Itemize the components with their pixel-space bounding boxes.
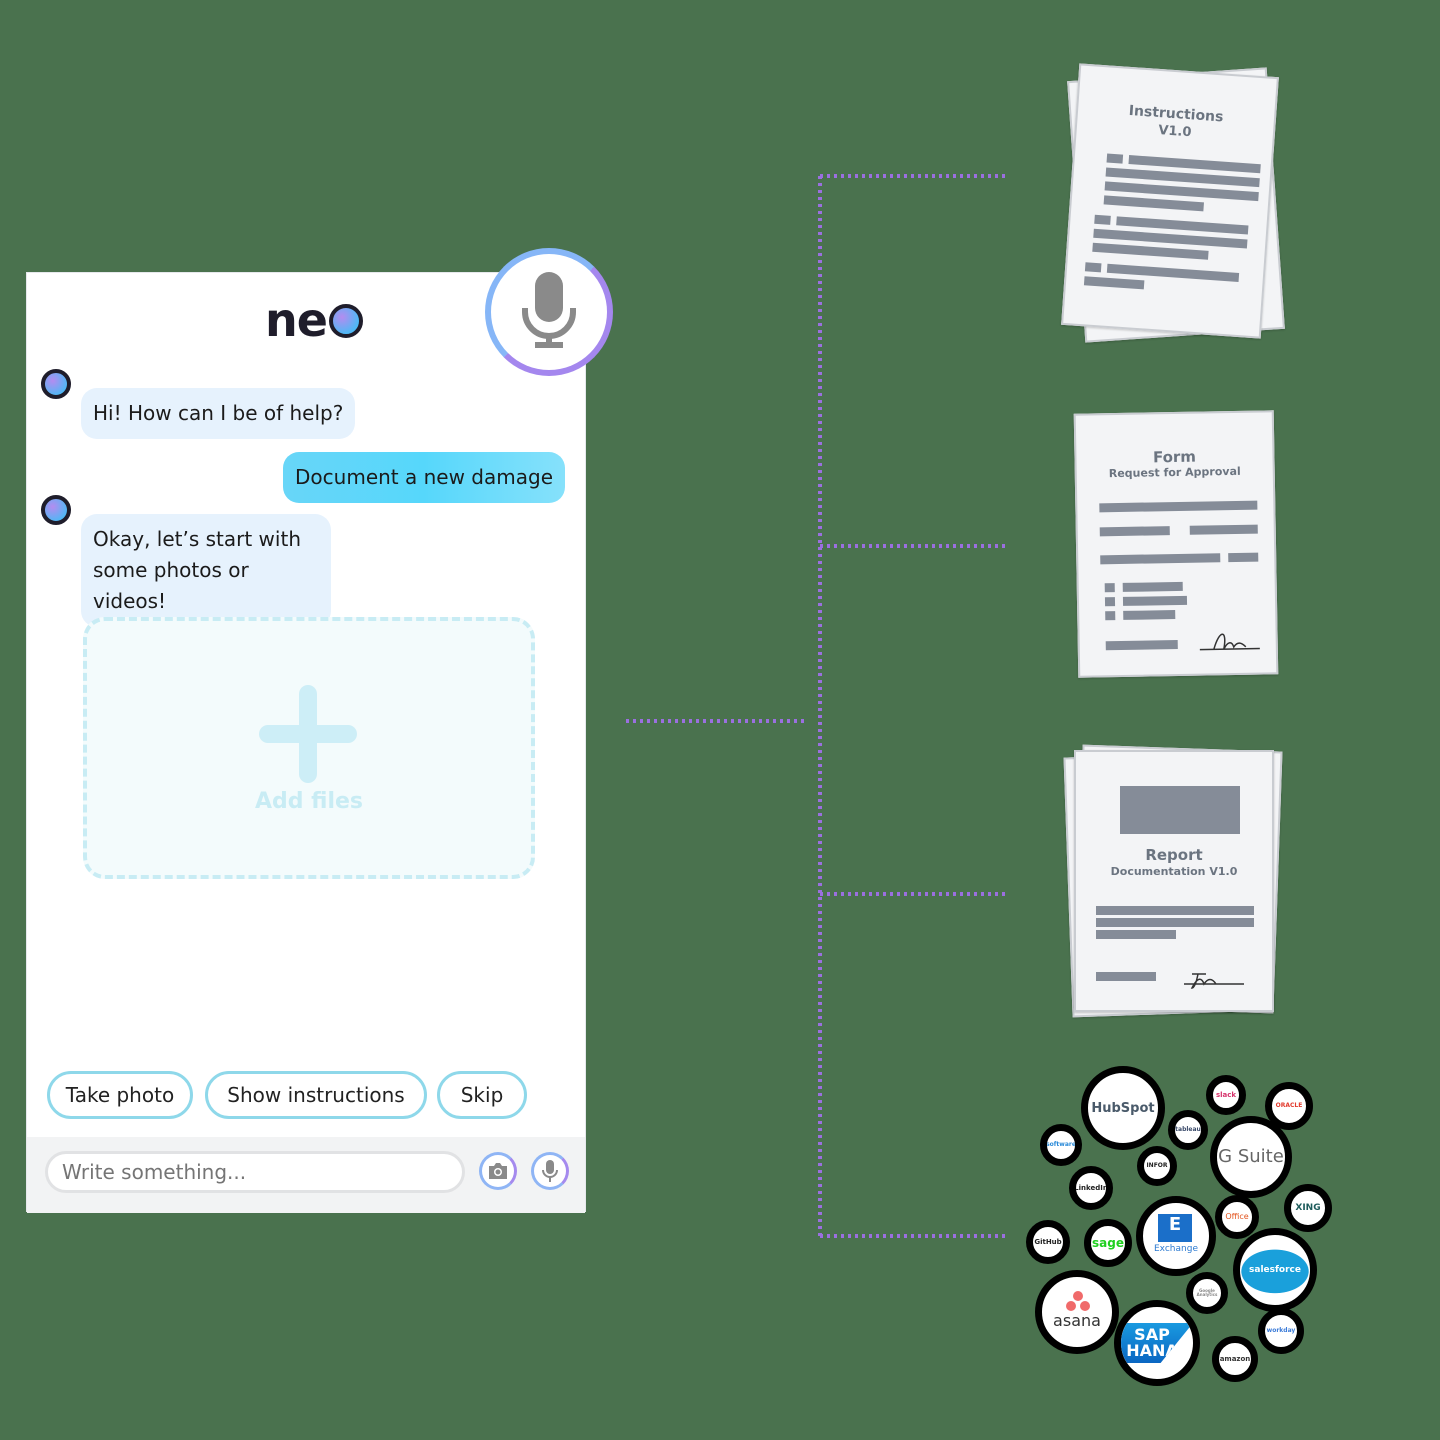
integration-asana: asana	[1035, 1270, 1119, 1354]
integration-workday: workday	[1258, 1308, 1304, 1354]
integration-tableau: tableau	[1168, 1110, 1208, 1150]
integration-gsuite: G Suite	[1210, 1116, 1292, 1198]
integration-salesforce: salesforce	[1233, 1228, 1317, 1312]
integration-sage: sage	[1084, 1219, 1132, 1267]
sap-logo: SAP HANA	[1121, 1323, 1193, 1363]
user-message: Document a new damage	[283, 452, 565, 503]
microphone-icon	[522, 272, 576, 348]
microphone-icon	[542, 1160, 558, 1182]
integration-office: Office	[1215, 1195, 1259, 1239]
integration-github: GitHub	[1026, 1220, 1070, 1264]
bot-avatar	[41, 495, 71, 525]
integration-linkedin: LinkedIn	[1069, 1166, 1113, 1210]
neo-logo: neone	[265, 293, 363, 347]
integration-amazon: amazon	[1212, 1336, 1258, 1382]
form-document: Form Request for Approval	[1073, 410, 1282, 680]
camera-button[interactable]	[479, 1152, 517, 1190]
bot-message: Hi! How can I be of help?	[81, 388, 356, 439]
document-title: Report	[1145, 846, 1203, 864]
signature-icon	[1199, 633, 1260, 651]
plus-icon-bar	[259, 725, 357, 743]
composer-bar	[27, 1137, 585, 1213]
document-subtitle: Request for Approval	[1108, 464, 1241, 481]
chat-window: neone Hi! How can I be of help? Document…	[26, 248, 613, 1213]
exchange-logo-icon: E	[1158, 1214, 1192, 1242]
asana-logo-icon	[1066, 1291, 1090, 1311]
show-instructions-button[interactable]: Show instructions	[205, 1071, 427, 1119]
integration-infor: INFOR	[1137, 1146, 1177, 1186]
add-files-dropzone[interactable]: Add files	[83, 617, 535, 879]
skip-button[interactable]: Skip	[437, 1071, 527, 1119]
integration-google-analytics: Google Analytics	[1186, 1272, 1228, 1314]
take-photo-button[interactable]: Take photo	[47, 1071, 193, 1119]
integration-software: software	[1040, 1124, 1082, 1166]
add-files-label: Add files	[254, 789, 364, 814]
integration-slack: slack	[1206, 1075, 1246, 1115]
document-subtitle: Documentation V1.0	[1110, 865, 1238, 878]
camera-icon	[489, 1163, 507, 1179]
integration-hubspot: HubSpot	[1081, 1066, 1165, 1150]
report-document: Report Documentation V1.0	[1063, 744, 1284, 1018]
instructions-document: Instructions V1.0	[1061, 63, 1285, 343]
bot-avatar	[41, 369, 71, 399]
message-input[interactable]	[45, 1151, 465, 1193]
integration-oracle: ORACLE	[1265, 1082, 1313, 1130]
bot-message: Okay, let’s start with some photos or vi…	[81, 514, 331, 627]
integration-xing: XING	[1284, 1184, 1332, 1232]
integration-sap-hana: SAP HANA	[1114, 1300, 1200, 1386]
mic-button[interactable]	[531, 1152, 569, 1190]
voice-button[interactable]	[485, 248, 613, 376]
signature-icon	[1184, 973, 1244, 989]
